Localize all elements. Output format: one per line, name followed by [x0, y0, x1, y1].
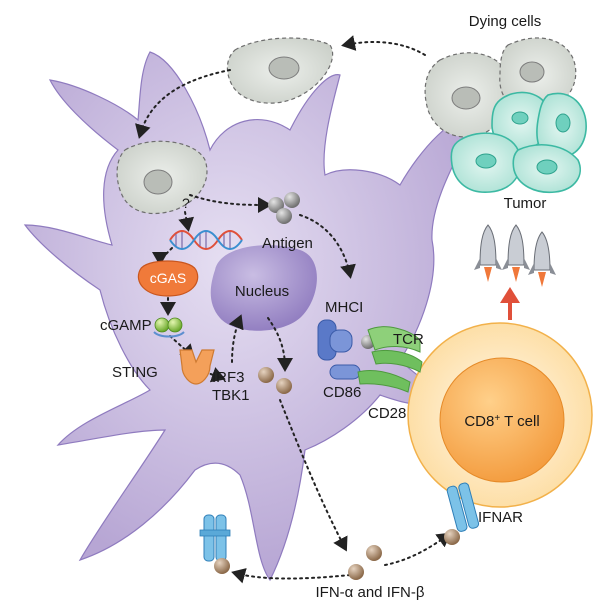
arrow-antigen-to-mhci: [299, 214, 356, 279]
rocket-icon: [528, 231, 556, 287]
antigen-particles: [268, 192, 300, 224]
receptor-icon: [199, 514, 231, 574]
nucleus: [210, 245, 317, 331]
tumor-cluster: [424, 37, 587, 194]
ifn-particles-intracellular: [258, 367, 292, 394]
arrow-to-dc-receptor: [231, 567, 351, 584]
sting-protein: [179, 349, 215, 385]
cgamp-molecule: [153, 317, 185, 338]
cgas-enzyme: [137, 260, 199, 297]
cd86-molecule: [329, 364, 361, 380]
sting-label: STING: [112, 364, 158, 381]
arrow-to-antigen: [189, 194, 272, 213]
ifnar-label: IFNAR: [478, 509, 523, 526]
activation-arrow: [500, 287, 520, 320]
rocket-icon: [474, 224, 502, 282]
cgamp-label: cGAMP: [100, 317, 152, 334]
tcr-receptor: [367, 326, 423, 373]
cd86-label: CD86: [323, 384, 361, 401]
arrow-irf3-to-nucleus: [228, 314, 244, 363]
irf3-label: IRF3: [212, 369, 245, 386]
tcr-label: TCR: [393, 331, 424, 348]
cd28-label: CD28: [368, 405, 406, 422]
engulfed-dying-cell: [116, 140, 208, 215]
rocket-icon: [502, 224, 530, 282]
tumor-label: Tumor: [504, 195, 547, 212]
arrow-ifn-secretion: [279, 399, 348, 552]
dna-icon: [169, 230, 243, 250]
tbk1-label: TBK1: [212, 387, 250, 404]
cd28-molecule: [357, 369, 411, 393]
question-mark: ?: [182, 195, 190, 211]
ifn-label: IFN-α and IFN-β: [316, 584, 425, 601]
antigen-label: Antigen: [262, 235, 313, 252]
arrow-to-ifnar: [384, 532, 452, 566]
dying-cell-traveling: [226, 37, 334, 104]
ifn-particles-extracellular: [348, 545, 382, 580]
arrow-cgamp-to-sting: [169, 335, 195, 359]
nucleus-label: Nucleus: [235, 283, 289, 300]
arrow-to-dna: [178, 211, 195, 232]
cd8-t-cell: [407, 322, 593, 508]
mhci-label: MHCI: [325, 299, 363, 316]
arrow-nucleus-to-ifn: [267, 317, 293, 372]
cd8-t-cell-label: CD8+ T cell: [464, 413, 539, 431]
flow-arrows: [135, 35, 452, 584]
cgas-label: cGAS: [150, 270, 187, 286]
arrow-tumor-to-dying: [341, 35, 426, 56]
mhci-molecule: [317, 319, 353, 361]
ifnar-receptor: [444, 482, 480, 545]
dendritic-cell: Nucleus: [23, 51, 476, 582]
dying-cells-label: Dying cells: [469, 13, 542, 30]
